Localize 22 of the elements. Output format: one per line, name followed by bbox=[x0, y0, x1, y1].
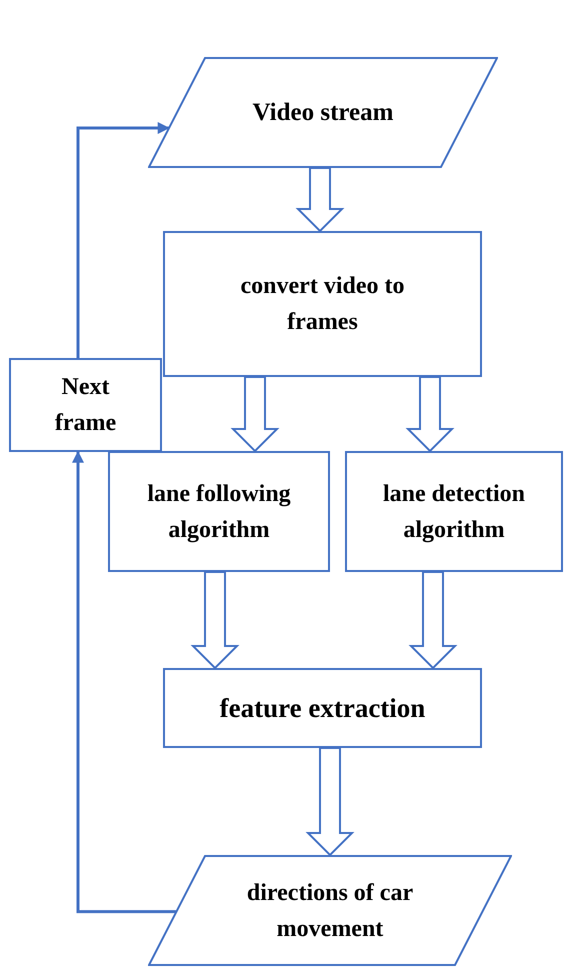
node-label: lane detection algorithm bbox=[382, 480, 526, 544]
process-box bbox=[108, 451, 330, 572]
block-arrow bbox=[306, 747, 354, 856]
node-label: directions of car movement bbox=[246, 878, 414, 944]
io-parallelogram bbox=[148, 855, 512, 966]
block-arrow bbox=[406, 376, 454, 452]
connector-arrow bbox=[76, 122, 170, 358]
block-arrow bbox=[408, 571, 458, 670]
node-label: convert video to frames bbox=[240, 272, 406, 337]
node-label: Next frame bbox=[54, 373, 118, 438]
io-parallelogram bbox=[148, 57, 498, 168]
process-box bbox=[163, 668, 482, 748]
node-label: lane following algorithm bbox=[146, 480, 292, 544]
block-arrow bbox=[190, 571, 240, 670]
block-arrow bbox=[230, 376, 280, 452]
process-box bbox=[345, 451, 563, 572]
process-box bbox=[9, 358, 162, 452]
node-label: feature extraction bbox=[220, 692, 426, 725]
node-label: Video stream bbox=[252, 98, 394, 128]
block-arrow bbox=[296, 167, 344, 232]
process-box bbox=[163, 231, 482, 377]
connector-arrow bbox=[72, 450, 176, 914]
